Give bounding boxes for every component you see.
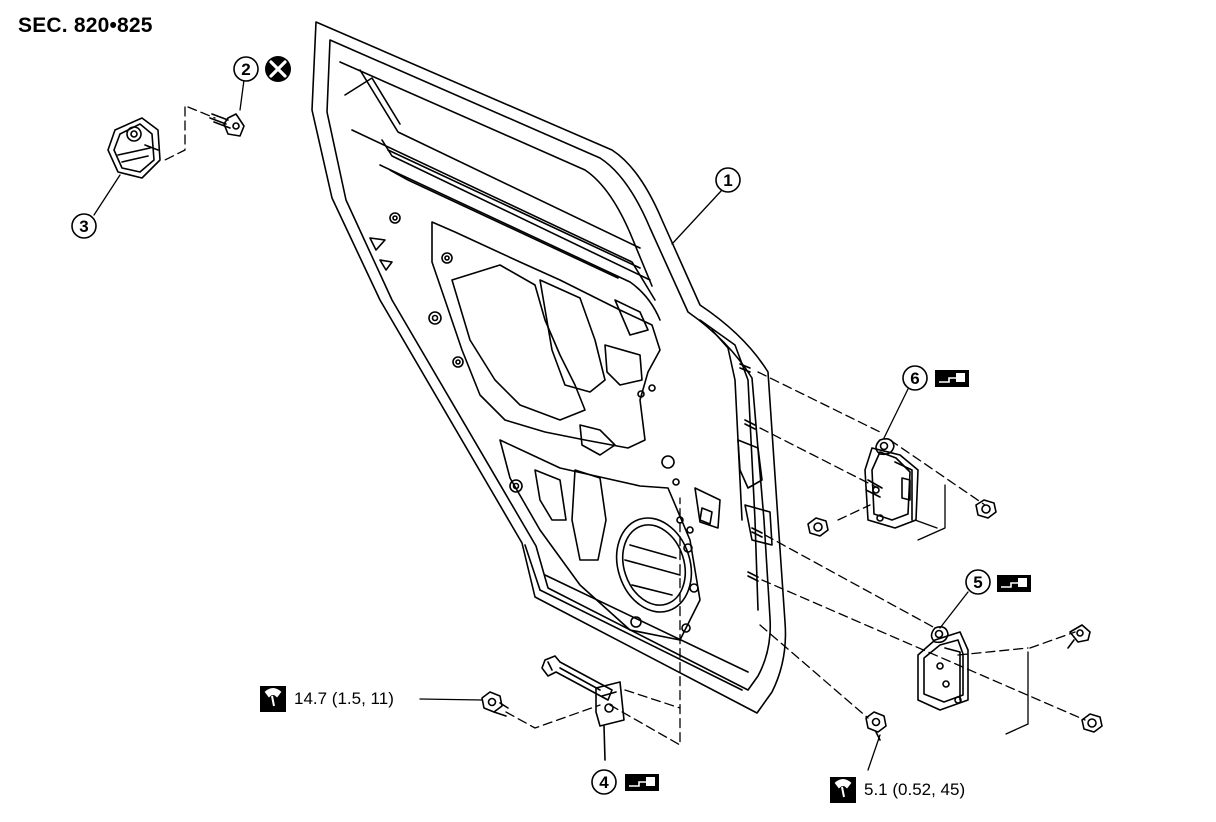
bolt-part-2 [209,113,245,137]
x-circle-icon [265,56,291,82]
door-panel [311,21,787,714]
callout-2: 2 [233,56,259,82]
callout-1: 1 [715,167,741,193]
torque-value: 14.7 (1.5, 11) [294,689,394,708]
callout-1-label: 1 [723,171,732,190]
torque-spec-upper: 14.7 (1.5, 11) [294,689,394,709]
torque-wrench-icon [830,777,856,803]
callout-2-label: 2 [241,60,250,79]
callout-4-label: 4 [599,773,609,792]
callout-5-label: 5 [973,573,982,592]
hinge-nut [807,499,997,537]
torque-spec-lower: 5.1 (0.52, 45) [864,780,965,800]
callout-3: 3 [71,213,97,239]
grease-applicator-icon [997,575,1031,592]
callout-6-label: 6 [910,369,919,388]
callout-6: 6 [902,365,928,391]
callout-leaders [93,79,969,771]
upper-hinge-part-6 [864,438,919,529]
striker-part-3 [107,117,161,179]
torque-value: 5.1 (0.52, 45) [864,780,966,799]
callout-3-label: 3 [79,217,88,236]
callout-4: 4 [591,769,617,795]
callout-5: 5 [965,569,991,595]
door-check-part-4 [541,655,625,761]
section-label: SEC. 820•825 [18,14,153,37]
torque-wrench-icon [260,686,286,712]
grease-applicator-icon [935,370,969,387]
lower-hinge-part-5 [917,626,969,711]
grease-applicator-icon [625,774,659,791]
